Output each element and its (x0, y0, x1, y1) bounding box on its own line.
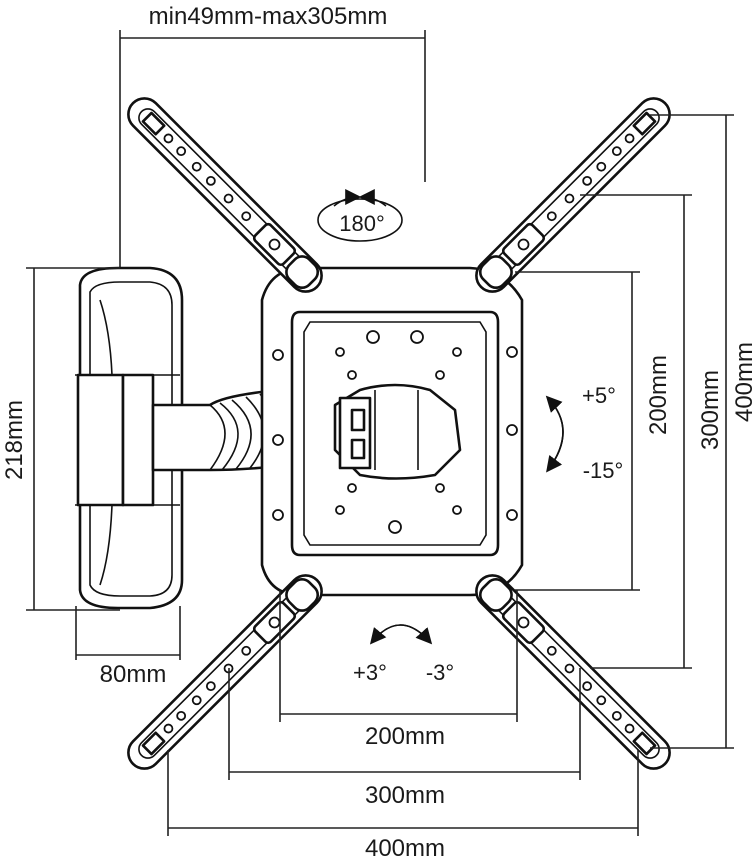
horizontal-300-dimension: 300mm (228, 668, 581, 809)
vertical-200-dimension: 200mm (515, 271, 672, 591)
rail-bottom-right (475, 574, 671, 770)
horizontal-400-dimension: 400mm (167, 750, 639, 861)
level-minus-label: -3° (426, 660, 454, 685)
vertical-300-label: 300mm (697, 370, 724, 450)
tilt-down-label: -15° (583, 458, 624, 483)
vertical-400-label: 400mm (731, 342, 756, 422)
center-bracket (260, 266, 524, 597)
arm-range-label: min49mm-max305mm (149, 3, 388, 30)
wall-height-label: 218mm (1, 400, 28, 480)
vertical-200-label: 200mm (645, 355, 672, 435)
horizontal-400-label: 400mm (365, 835, 445, 861)
tilt-up-label: +5° (582, 383, 616, 408)
wall-width-dimension: 80mm (75, 606, 181, 688)
horizontal-200-dimension: 200mm (279, 590, 518, 750)
rail-bottom-left (127, 574, 323, 770)
level-plus-label: +3° (353, 660, 387, 685)
horizontal-200-label: 200mm (365, 723, 445, 750)
arm-range-dimension: min49mm-max305mm (119, 3, 426, 268)
wall-width-label: 80mm (100, 661, 167, 688)
vertical-400-dimension: 400mm (650, 114, 756, 749)
rail-top-right (475, 97, 671, 293)
swivel-indicator: 180° (317, 189, 403, 242)
horizontal-300-label: 300mm (365, 782, 445, 809)
tilt-indicator: +5° -15° (545, 383, 624, 483)
wall-plate (75, 266, 184, 610)
wall-height-dimension: 218mm (1, 267, 120, 611)
swivel-label: 180° (339, 211, 385, 236)
vertical-300-dimension: 300mm (580, 194, 724, 669)
level-indicator: +3° -3° (353, 624, 454, 685)
